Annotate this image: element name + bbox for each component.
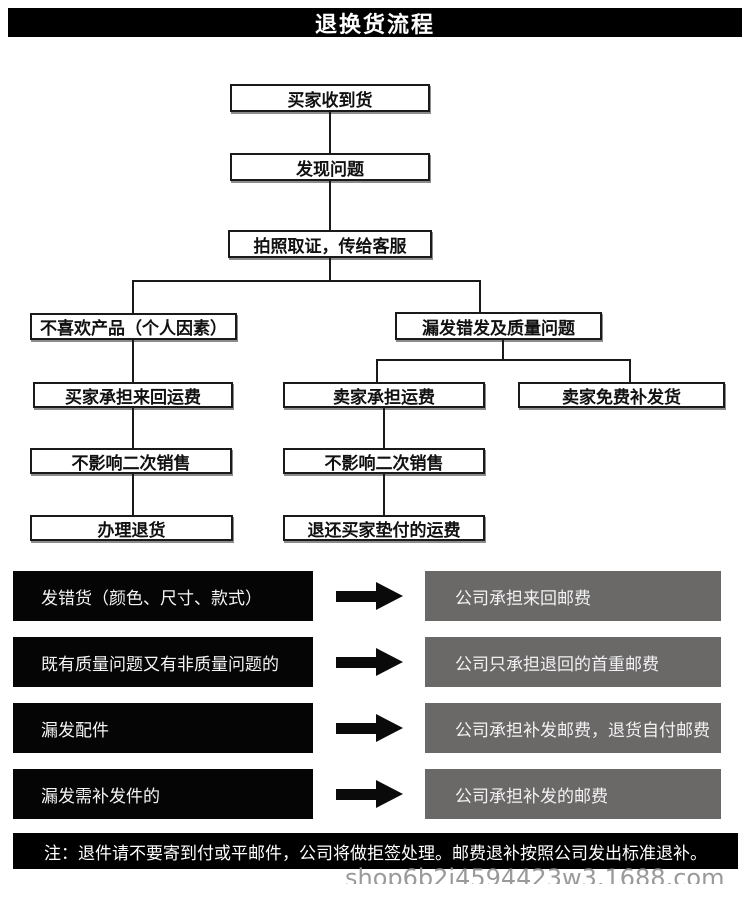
footer-note: 注：退件请不要寄到付或平邮件，公司将做拒签处理。邮费退补按照公司发出标准退补。	[13, 833, 738, 869]
connector-line	[629, 359, 631, 382]
arrow-right-icon	[336, 571, 404, 621]
policy-result-missing-accessories: 公司承担补发邮费，退货自付邮费	[425, 703, 721, 753]
policy-condition-needs-reship: 漏发需补发件的	[13, 769, 313, 819]
page-title: 退换货流程	[314, 12, 435, 38]
connector-line	[376, 359, 631, 361]
flow-node-photo-evidence: 拍照取证，传给客服	[228, 230, 432, 258]
policy-result-wrong-item: 公司承担来回邮费	[425, 571, 721, 621]
watermark-wrap: shop6b2i4594423w3.1688.com	[345, 866, 745, 884]
flow-node-dislike-personal: 不喜欢产品（个人因素）	[30, 313, 237, 340]
flow-node-refund-advanced-freight: 退还买家垫付的运费	[283, 515, 485, 541]
connector-line	[376, 359, 378, 382]
connector-line	[383, 408, 385, 448]
arrow-right-icon	[336, 637, 404, 687]
connector-line	[479, 280, 481, 312]
flow-node-receive: 买家收到货	[230, 84, 430, 112]
arrow-head	[376, 780, 403, 808]
connector-line	[329, 112, 331, 153]
watermark-text: shop6b2i4594423w3.1688.com	[345, 866, 725, 884]
connector-line	[502, 340, 504, 361]
arrow-shaft	[336, 722, 376, 734]
connector-line	[132, 340, 134, 382]
connector-line	[132, 280, 134, 313]
arrow-right-icon	[336, 769, 404, 819]
policy-condition-wrong-item: 发错货（颜色、尺寸、款式）	[13, 571, 313, 621]
flow-node-no-resale-impact-left: 不影响二次销售	[30, 448, 232, 474]
flow-node-seller-free-reship: 卖家免费补发货	[518, 382, 725, 408]
arrow-right-icon	[336, 703, 404, 753]
connector-line	[132, 474, 134, 515]
arrow-head	[376, 648, 403, 676]
policy-result-mixed-issues: 公司只承担退回的首重邮费	[425, 637, 721, 687]
arrow-shaft	[336, 788, 376, 800]
flow-node-wrong-or-quality: 漏发错发及质量问题	[395, 312, 602, 340]
arrow-head	[376, 714, 403, 742]
connector-line	[329, 258, 331, 281]
arrow-shaft	[336, 656, 376, 668]
policy-condition-missing-accessories: 漏发配件	[13, 703, 313, 753]
connector-line	[383, 474, 385, 515]
arrow-head	[376, 582, 403, 610]
connector-line	[132, 280, 481, 282]
policy-result-needs-reship: 公司承担补发的邮费	[425, 769, 721, 819]
flow-node-no-resale-impact-right: 不影响二次销售	[283, 448, 485, 474]
page-title-banner: 退换货流程	[8, 8, 742, 38]
flow-node-find-problem: 发现问题	[230, 153, 430, 181]
policy-condition-mixed-issues: 既有质量问题又有非质量问题的	[13, 637, 313, 687]
arrow-shaft	[336, 590, 376, 602]
flow-node-process-return: 办理退货	[30, 515, 233, 541]
flow-node-seller-pays-freight: 卖家承担运费	[283, 382, 485, 408]
connector-line	[132, 408, 134, 448]
connector-line	[329, 181, 331, 230]
flow-node-buyer-pays-freight: 买家承担来回运费	[33, 382, 233, 408]
